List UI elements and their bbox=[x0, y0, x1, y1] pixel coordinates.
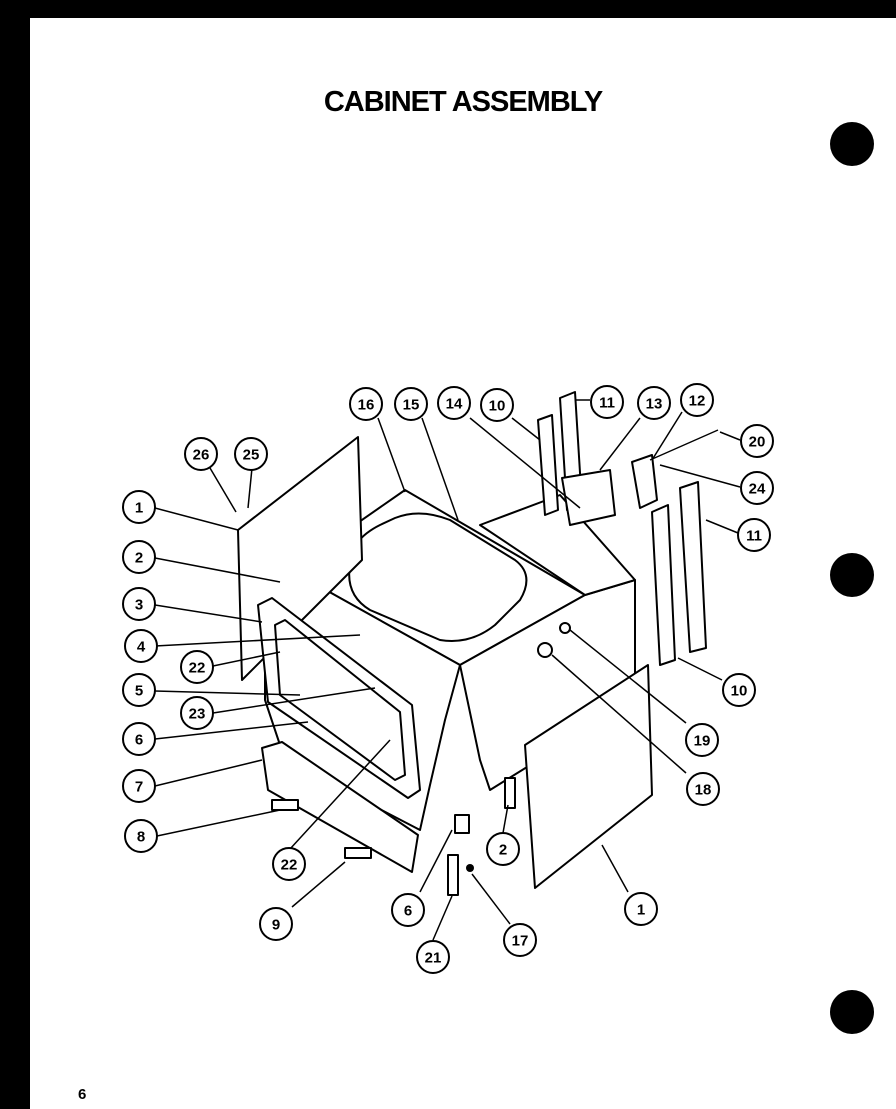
svg-text:25: 25 bbox=[243, 447, 260, 464]
callout-6-left: 6 bbox=[122, 722, 156, 756]
callout-5: 5 bbox=[122, 673, 156, 707]
svg-text:20: 20 bbox=[749, 434, 766, 451]
svg-text:23: 23 bbox=[189, 706, 206, 723]
callout-19: 19 bbox=[685, 723, 719, 757]
svg-text:16: 16 bbox=[358, 397, 375, 414]
binding-hole-icon bbox=[830, 122, 874, 166]
trim-2-right bbox=[504, 777, 516, 809]
callout-17: 17 bbox=[503, 923, 537, 957]
svg-text:13: 13 bbox=[646, 396, 663, 413]
svg-text:17: 17 bbox=[512, 933, 529, 950]
page-number: 6 bbox=[78, 1086, 87, 1103]
svg-text:22: 22 bbox=[281, 857, 298, 874]
foot-9 bbox=[344, 847, 372, 859]
callout-7: 7 bbox=[122, 769, 156, 803]
hinge-21 bbox=[447, 854, 459, 896]
svg-text:3: 3 bbox=[135, 597, 143, 614]
svg-text:8: 8 bbox=[137, 829, 145, 846]
leader-lines bbox=[154, 399, 741, 941]
svg-text:2: 2 bbox=[499, 842, 507, 859]
callout-22-lower: 22 bbox=[272, 847, 306, 881]
callout-26: 26 bbox=[184, 437, 218, 471]
right-side-panel bbox=[524, 664, 653, 889]
callout-1-right: 1 bbox=[624, 892, 658, 926]
callout-2-left: 2 bbox=[122, 540, 156, 574]
bracket-13 bbox=[561, 469, 616, 526]
callout-24: 24 bbox=[740, 471, 774, 505]
svg-text:1: 1 bbox=[135, 500, 143, 517]
svg-text:22: 22 bbox=[189, 660, 206, 677]
back-panel bbox=[479, 494, 636, 596]
part-18 bbox=[537, 642, 553, 658]
svg-text:9: 9 bbox=[272, 917, 280, 934]
svg-text:4: 4 bbox=[137, 639, 146, 656]
svg-text:24: 24 bbox=[749, 481, 766, 498]
callout-16: 16 bbox=[349, 387, 383, 421]
side-trim-10-top bbox=[537, 414, 559, 516]
callout-10-right: 10 bbox=[722, 673, 756, 707]
callout-11: 11 bbox=[590, 385, 624, 419]
svg-text:5: 5 bbox=[135, 683, 143, 700]
svg-text:6: 6 bbox=[404, 903, 412, 920]
top-opening bbox=[348, 512, 528, 642]
svg-text:14: 14 bbox=[446, 396, 463, 413]
callout-1-left: 1 bbox=[122, 490, 156, 524]
callout-8: 8 bbox=[124, 819, 158, 853]
callout-13: 13 bbox=[637, 386, 671, 420]
callout-22-upper: 22 bbox=[180, 650, 214, 684]
svg-text:6: 6 bbox=[135, 732, 143, 749]
callout-9: 9 bbox=[259, 907, 293, 941]
svg-text:12: 12 bbox=[689, 393, 706, 410]
callout-21: 21 bbox=[416, 940, 450, 974]
foot-8 bbox=[271, 799, 299, 811]
part-19 bbox=[559, 622, 571, 634]
hinge-6 bbox=[454, 814, 470, 834]
callout-14: 14 bbox=[437, 386, 471, 420]
callout-12: 12 bbox=[680, 383, 714, 417]
callout-4: 4 bbox=[124, 629, 158, 663]
bracket-12 bbox=[631, 454, 658, 509]
callout-15: 15 bbox=[394, 387, 428, 421]
svg-text:2: 2 bbox=[135, 550, 143, 567]
svg-text:11: 11 bbox=[599, 395, 615, 412]
exploded-parts-diagram: 16 15 14 10 11 13 12 20 24 11 26 25 1 2 … bbox=[122, 383, 774, 974]
screw-17 bbox=[466, 864, 474, 872]
svg-text:11: 11 bbox=[746, 528, 762, 545]
svg-text:19: 19 bbox=[694, 733, 711, 750]
side-trim-10-bottom bbox=[651, 504, 676, 666]
callout-11-right: 11 bbox=[737, 518, 771, 552]
svg-text:26: 26 bbox=[193, 447, 210, 464]
side-trim-11-bottom bbox=[679, 481, 707, 653]
callout-18: 18 bbox=[686, 772, 720, 806]
callout-23: 23 bbox=[180, 696, 214, 730]
callout-6-bottom: 6 bbox=[391, 893, 425, 927]
callout-3: 3 bbox=[122, 587, 156, 621]
svg-text:18: 18 bbox=[695, 782, 712, 799]
svg-text:21: 21 bbox=[425, 950, 442, 967]
binding-hole-icon bbox=[830, 553, 874, 597]
callout-25: 25 bbox=[234, 437, 268, 471]
page-sheet: CABINET ASSEMBLY 6 bbox=[30, 18, 896, 1109]
svg-text:7: 7 bbox=[135, 779, 143, 796]
rod-20 bbox=[649, 429, 719, 461]
callout-10: 10 bbox=[480, 388, 514, 422]
page-title: CABINET ASSEMBLY bbox=[323, 86, 603, 118]
svg-text:1: 1 bbox=[637, 902, 645, 919]
callout-2-right: 2 bbox=[486, 832, 520, 866]
svg-text:10: 10 bbox=[731, 683, 748, 700]
drawer-front bbox=[261, 741, 419, 873]
svg-text:10: 10 bbox=[489, 398, 506, 415]
binding-hole-icon bbox=[830, 990, 874, 1034]
svg-text:15: 15 bbox=[403, 397, 420, 414]
callout-20: 20 bbox=[740, 424, 774, 458]
